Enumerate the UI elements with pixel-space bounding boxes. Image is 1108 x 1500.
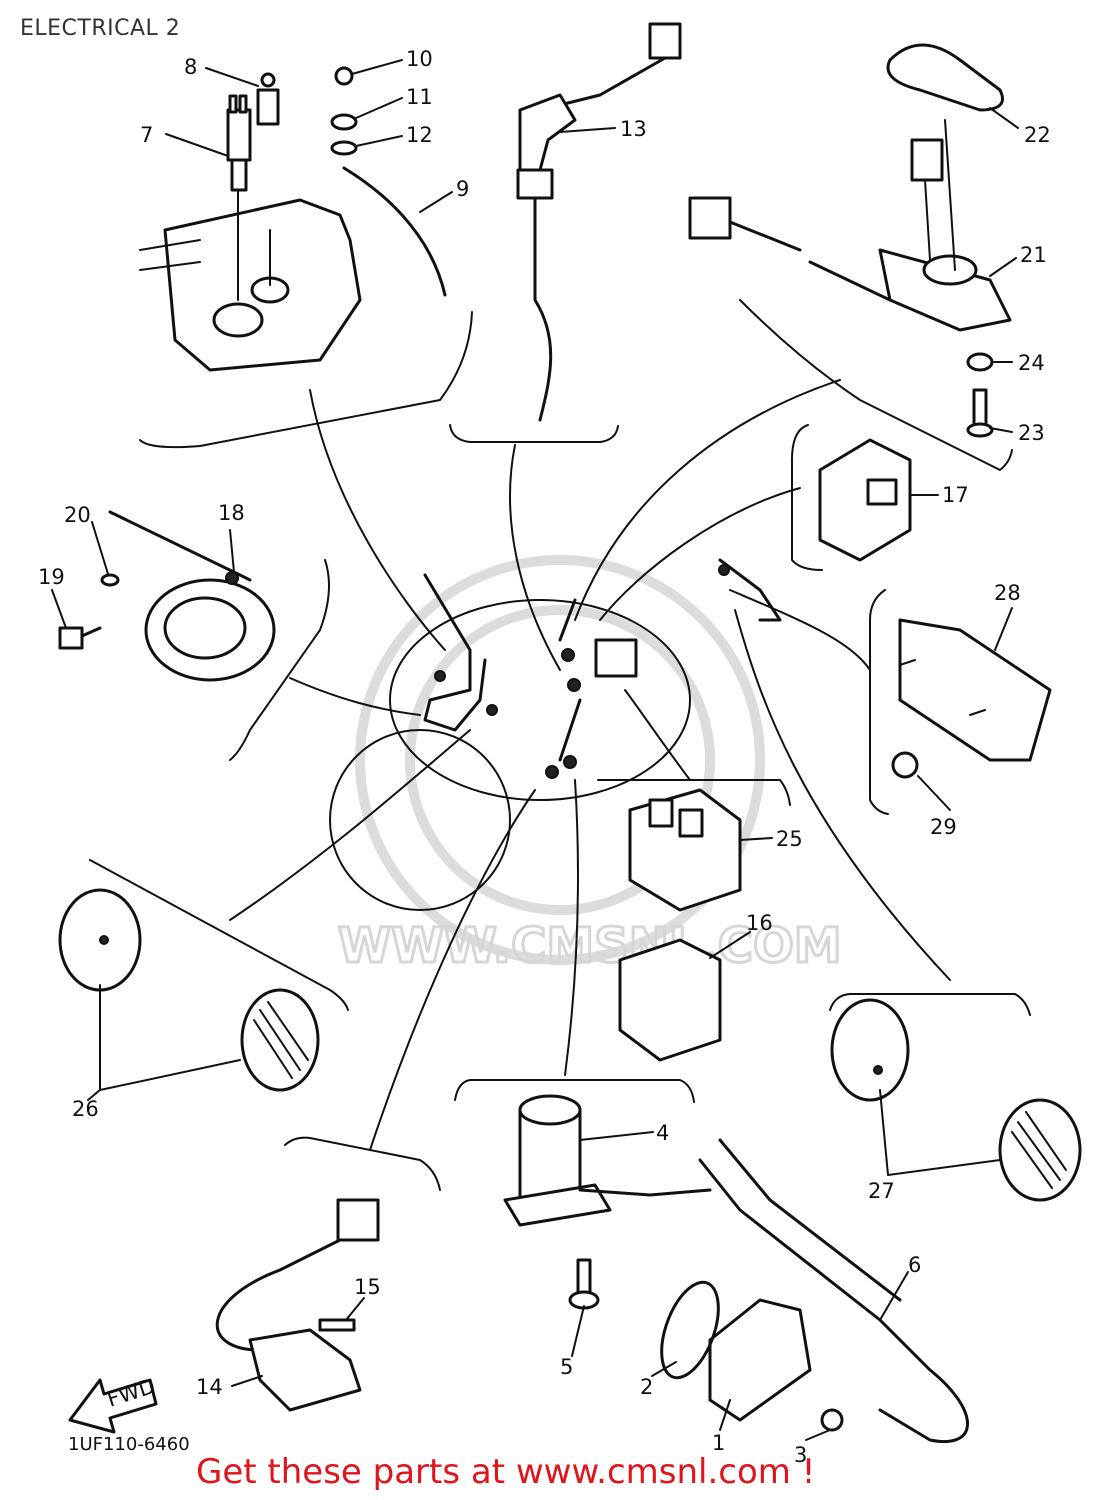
relay-part-25 <box>628 788 742 912</box>
callout-8: 8 <box>184 55 197 79</box>
callout-4: 4 <box>656 1121 669 1145</box>
callout-29: 29 <box>930 815 957 839</box>
wire-lead-part-6 <box>698 1138 969 1443</box>
turn-signal-part-27 <box>830 998 1082 1202</box>
callout-27: 27 <box>868 1179 895 1203</box>
callout-14: 14 <box>196 1375 223 1399</box>
starter-relay-part-4 <box>503 1094 712 1227</box>
sensor-part-14 <box>215 1198 380 1412</box>
callout-23: 23 <box>1018 421 1045 445</box>
callout-22: 22 <box>1024 123 1051 147</box>
callout-3: 3 <box>794 1443 807 1467</box>
thermostat-housing <box>139 189 362 372</box>
callout-2: 2 <box>640 1375 653 1399</box>
gasket-part-22 <box>886 43 1004 112</box>
callout-7: 7 <box>140 123 153 147</box>
nut-part-29 <box>891 751 919 779</box>
screw-part-15 <box>318 1318 356 1332</box>
relay-part-16 <box>618 938 722 1062</box>
part-code: 1UF110-6460 <box>68 1434 190 1455</box>
screw-part-3 <box>820 1408 844 1432</box>
callout-15: 15 <box>354 1275 381 1299</box>
thermo-switch-part-7 <box>226 94 252 192</box>
fuel-sender-part-21 <box>688 119 1012 332</box>
bolt-part-19 <box>58 626 102 650</box>
watermark-url: WWW.CMSNL.COM <box>338 918 842 974</box>
callout-9: 9 <box>456 177 469 201</box>
frame-harness-hub <box>329 558 782 911</box>
callout-labels: 7 8 10 11 12 9 13 22 21 24 23 17 28 29 1… <box>38 47 1051 1467</box>
callout-18: 18 <box>218 501 245 525</box>
temp-sensor-part-8 <box>256 72 280 126</box>
group-brackets <box>89 299 1031 1191</box>
callout-16: 16 <box>746 911 773 935</box>
bolt-part-23 <box>966 388 994 438</box>
reflector-part-28 <box>898 618 1052 762</box>
plug-cap-part-13 <box>516 22 682 422</box>
callout-17: 17 <box>942 483 969 507</box>
hardware-parts-10-12 <box>330 66 358 156</box>
callout-5: 5 <box>560 1355 573 1379</box>
callout-6: 6 <box>908 1253 921 1277</box>
horn-part-18 <box>108 510 276 682</box>
callout-13: 13 <box>620 117 647 141</box>
footer-cta-link[interactable]: Get these parts at www.cmsnl.com ! <box>196 1452 816 1492</box>
callout-24: 24 <box>1018 351 1045 375</box>
callout-1: 1 <box>712 1431 725 1455</box>
routing-lines <box>229 379 951 1151</box>
callout-28: 28 <box>994 581 1021 605</box>
callout-21: 21 <box>1020 243 1047 267</box>
o-ring-part-2 <box>660 1280 720 1380</box>
callout-11: 11 <box>406 85 433 109</box>
callout-25: 25 <box>776 827 803 851</box>
watermark: WWW.CMSNL.COM <box>337 555 843 976</box>
callout-12: 12 <box>406 123 433 147</box>
screw-part-5 <box>568 1258 600 1310</box>
callout-20: 20 <box>64 503 91 527</box>
washer-part-20 <box>100 573 120 587</box>
turn-signal-part-26 <box>58 888 320 1092</box>
sensor-part-1 <box>708 1298 812 1422</box>
fwd-arrow-icon: FWD <box>68 1374 158 1434</box>
page-title: ELECTRICAL 2 <box>20 16 181 41</box>
callout-10: 10 <box>406 47 433 71</box>
nut-part-24 <box>966 352 994 372</box>
earth-lead-part-9 <box>342 166 447 297</box>
callout-leaders <box>51 59 1019 1441</box>
callout-19: 19 <box>38 565 65 589</box>
callout-26: 26 <box>72 1097 99 1121</box>
relay-part-17 <box>818 438 912 562</box>
